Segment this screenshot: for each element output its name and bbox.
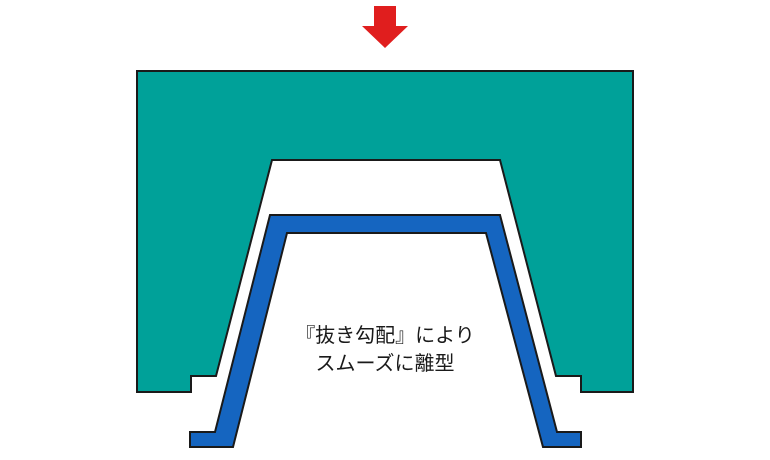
caption-line-2: スムーズに離型 — [316, 351, 455, 375]
press-direction-arrow-icon — [362, 6, 408, 48]
formed-part — [189, 214, 582, 448]
caption-line-1: 『抜き勾配』により — [295, 323, 475, 347]
upper-mold — [136, 70, 634, 393]
